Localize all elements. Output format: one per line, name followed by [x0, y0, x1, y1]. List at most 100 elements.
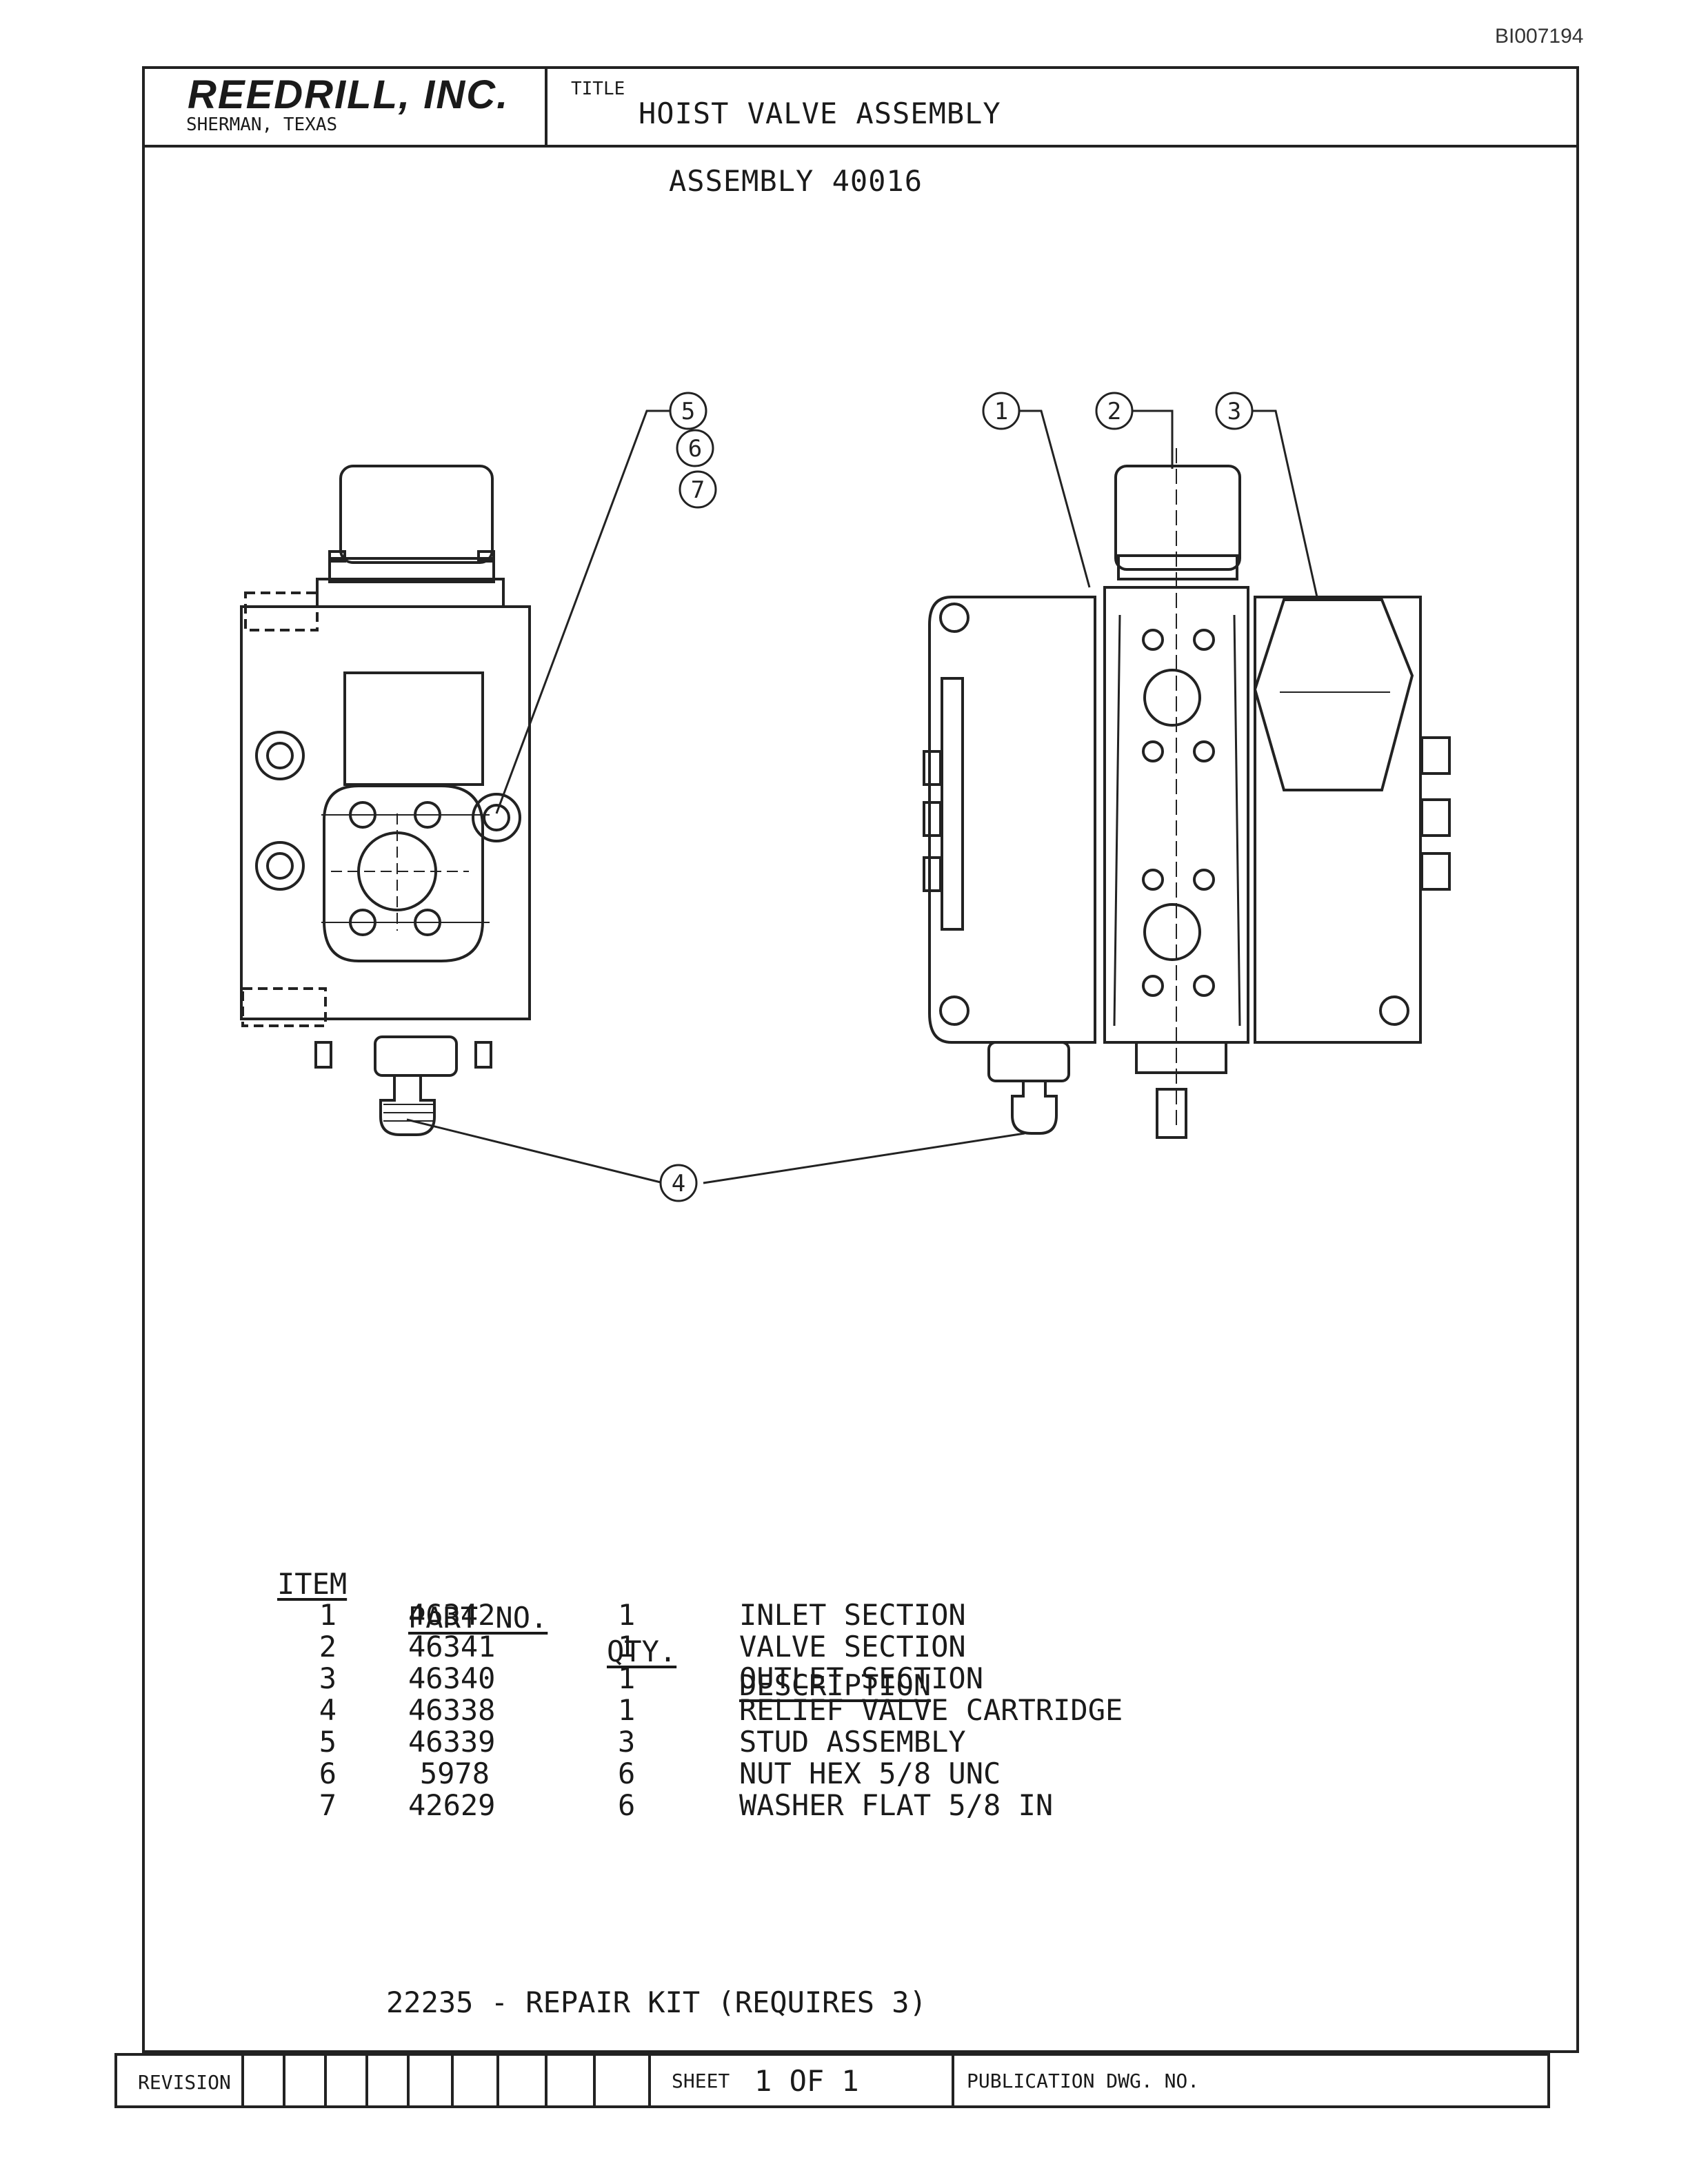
valve-cap	[1114, 465, 1241, 571]
parts-cell-qty: 6	[618, 1788, 636, 1822]
revision-cell	[545, 2056, 572, 2105]
left-top-port	[244, 592, 319, 631]
revision-label: REVISION	[138, 2071, 231, 2094]
publication-dwg-label: PUBLICATION DWG. NO.	[967, 2070, 1200, 2092]
parts-cell-item: 7	[319, 1788, 336, 1822]
right-bottom-nut	[987, 1041, 1070, 1082]
parts-cell-description: WASHER FLAT 5/8 IN	[739, 1788, 1054, 1822]
sheet-number: 1 OF 1	[754, 2064, 859, 2098]
inlet-section	[928, 596, 1096, 1044]
revision-cell	[324, 2056, 352, 2105]
parts-cell-qty: 1	[618, 1661, 636, 1695]
parts-cell-description: OUTLET SECTION	[739, 1661, 984, 1695]
parts-cell-description: RELIEF VALVE CARTRIDGE	[739, 1693, 1123, 1727]
sheet-label: SHEET	[672, 2070, 730, 2092]
left-bottom-port	[241, 987, 327, 1027]
revision-cell	[241, 2056, 269, 2105]
left-cap-base	[328, 557, 495, 583]
callout-1: 1	[982, 392, 1021, 430]
revision-block: REVISION SHEET 1 OF 1 PUBLICATION DWG. N…	[114, 2053, 1550, 2108]
parts-row: 3 46340 1 OUTLET SECTION	[273, 1661, 1238, 1695]
parts-cell-part-no: 42629	[408, 1788, 496, 1822]
left-stud-bolt-1	[255, 731, 305, 780]
left-relief-cartridge	[379, 1075, 436, 1136]
assembly-number: ASSEMBLY 40016	[669, 164, 923, 198]
company-cell: REEDRILL, INC. SHERMAN, TEXAS	[145, 69, 547, 145]
parts-cell-description: VALVE SECTION	[739, 1630, 966, 1664]
parts-cell-item: 3	[319, 1661, 336, 1695]
header-item: ITEM	[277, 1567, 348, 1601]
left-side-view	[240, 465, 531, 1136]
callout-2-label: 2	[1107, 398, 1121, 425]
callout-2: 2	[1095, 392, 1134, 430]
title-label: TITLE	[571, 79, 625, 99]
left-manifold-plate	[343, 671, 484, 786]
header-description: DESCRIPTION	[739, 1668, 932, 1702]
company-location: SHERMAN, TEXAS	[186, 114, 338, 135]
callout-6-label: 6	[688, 435, 702, 463]
parts-row: 5 46339 3 STUD ASSEMBLY	[273, 1725, 1238, 1759]
outlet-section	[1254, 596, 1422, 1044]
left-body	[240, 605, 531, 1020]
left-cap	[339, 465, 494, 564]
callout-3-label: 3	[1227, 398, 1241, 425]
valve-section	[1103, 586, 1249, 1044]
parts-cell-item: 6	[319, 1757, 336, 1790]
callout-bubbles: 5 6 7 1 2 3 4	[659, 392, 1254, 1202]
parts-cell-item: 4	[319, 1693, 336, 1727]
parts-cell-item: 2	[319, 1630, 336, 1664]
parts-cell-part-no: 46341	[408, 1630, 496, 1664]
parts-cell-part-no: 46338	[408, 1693, 496, 1727]
parts-cell-qty: 6	[618, 1757, 636, 1790]
callout-4-label: 4	[672, 1170, 685, 1197]
revision-cell	[496, 2056, 524, 2105]
revision-cell	[283, 2056, 310, 2105]
parts-cell-part-no: 46339	[408, 1725, 496, 1759]
left-flange	[323, 785, 484, 962]
left-stud-bolt-3	[472, 793, 521, 842]
parts-cell-qty: 1	[618, 1693, 636, 1727]
parts-row: 7 42629 6 WASHER FLAT 5/8 IN	[273, 1788, 1238, 1822]
callout-3: 3	[1215, 392, 1254, 430]
header-qty: QTY.	[607, 1635, 677, 1668]
parts-cell-description: NUT HEX 5/8 UNC	[739, 1757, 1001, 1790]
repair-kit-note: 22235 - REPAIR KIT (REQUIRES 3)	[386, 1985, 927, 2019]
parts-cell-item: 1	[319, 1598, 336, 1632]
parts-cell-qty: 1	[618, 1630, 636, 1664]
parts-cell-part-no: 46342	[408, 1598, 496, 1632]
company-name: REEDRILL, INC.	[188, 72, 510, 117]
left-bottom-nut	[374, 1035, 458, 1077]
parts-cell-part-no: 46340	[408, 1661, 496, 1695]
title-block: REEDRILL, INC. SHERMAN, TEXAS TITLE HOIS…	[145, 69, 1576, 148]
callout-7: 7	[679, 470, 717, 509]
parts-cell-item: 5	[319, 1725, 336, 1759]
parts-cell-description: INLET SECTION	[739, 1598, 966, 1632]
callout-5-label: 5	[681, 398, 695, 425]
callout-1-label: 1	[994, 398, 1008, 425]
right-front-view	[923, 448, 1451, 1139]
parts-cell-qty: 1	[618, 1598, 636, 1632]
callout-4: 4	[659, 1164, 698, 1202]
revision-cell	[593, 2056, 621, 2105]
drawing-frame: REEDRILL, INC. SHERMAN, TEXAS TITLE HOIS…	[142, 66, 1579, 2053]
valve-assembly-drawing: 5 6 7 1 2 3 4	[240, 392, 1451, 1202]
parts-cell-description: STUD ASSEMBLY	[739, 1725, 966, 1759]
parts-row: 4 46338 1 RELIEF VALVE CARTRIDGE	[273, 1693, 1238, 1727]
parts-row: 2 46341 1 VALVE SECTION	[273, 1630, 1238, 1664]
parts-cell-qty: 3	[618, 1725, 636, 1759]
drawing-title: HOIST VALVE ASSEMBLY	[639, 97, 1001, 130]
document-id: BI007194	[1495, 25, 1584, 48]
left-stud-bolt-2	[255, 841, 305, 891]
callout-5: 5	[669, 392, 707, 430]
parts-cell-part-no: 5978	[419, 1757, 490, 1790]
revision-cell	[451, 2056, 479, 2105]
parts-list-header: ITEM PART NO. QTY. DESCRIPTION	[273, 1533, 931, 1736]
header-part-no: PART NO.	[408, 1601, 548, 1635]
parts-row: 1 46342 1 INLET SECTION	[273, 1598, 1238, 1632]
revision-cell	[407, 2056, 434, 2105]
revision-cell	[365, 2056, 393, 2105]
parts-row: 6 5978 6 NUT HEX 5/8 UNC	[273, 1757, 1238, 1790]
callout-7-label: 7	[691, 476, 705, 504]
sheet-cell: SHEET 1 OF 1	[648, 2056, 954, 2105]
callout-6: 6	[676, 429, 714, 467]
